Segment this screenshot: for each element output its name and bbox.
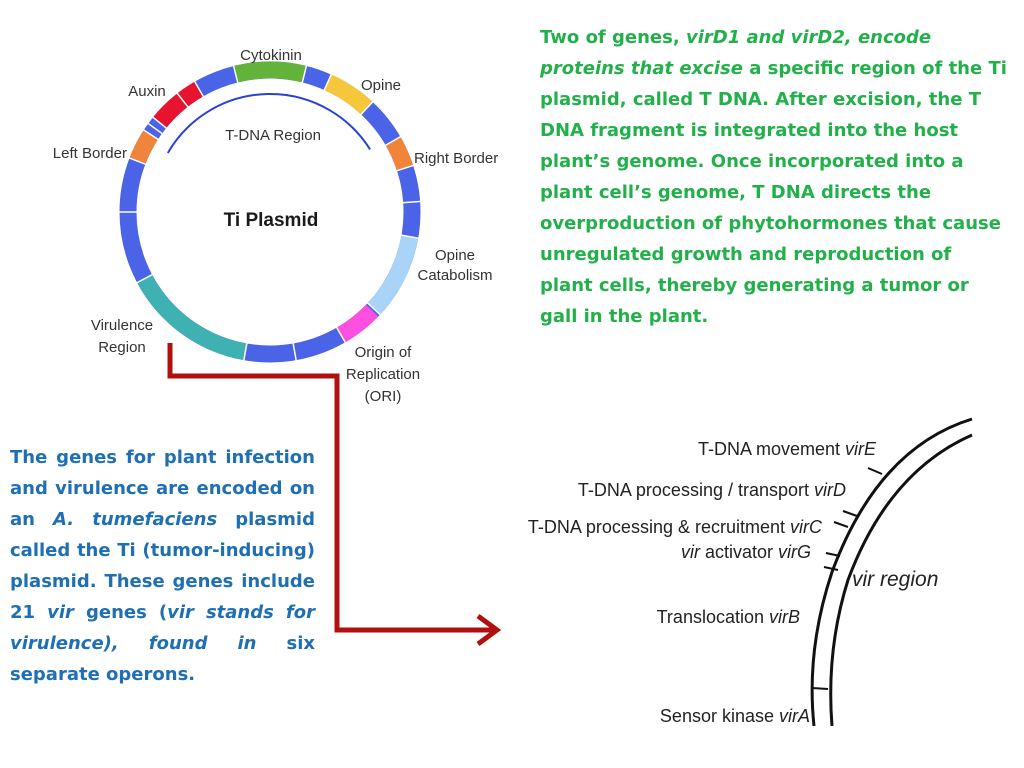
segment-separator xyxy=(301,64,308,84)
segment-separator xyxy=(384,135,402,147)
opine-label: Opine xyxy=(361,77,401,94)
vir-gene-name: virA xyxy=(779,706,810,726)
vir-gene-name: virC xyxy=(790,517,823,537)
segment-separator xyxy=(359,100,374,116)
vir-gene-name: virG xyxy=(778,542,811,562)
opine-catabolism-label-1: Opine xyxy=(435,247,475,264)
cytokinin-label: Cytokinin xyxy=(240,47,302,64)
virulence-region-label-2: Region xyxy=(98,339,146,356)
arrow-head-icon xyxy=(476,613,502,647)
segment-separator xyxy=(242,342,248,362)
text-run-italic: A. tumefaciens xyxy=(53,509,218,530)
vir-gene-desc: T-DNA movement xyxy=(698,439,845,459)
tdna-description-paragraph: Two of genes, virD1 and virD2, encode pr… xyxy=(540,22,1010,332)
vir-genes-description-paragraph: The genes for plant infection and virule… xyxy=(10,442,315,690)
segment-separator xyxy=(146,122,164,135)
ori-label-3: (ORI) xyxy=(365,388,402,405)
vir-gene-label-virE: T-DNA movement virE xyxy=(698,439,877,459)
tdna-region-arc xyxy=(166,93,371,154)
segment-separator xyxy=(128,157,147,166)
vir-gene-name: virD xyxy=(814,480,846,500)
vir-gene-desc-italic: vir xyxy=(681,542,701,562)
segment-separator xyxy=(323,73,333,92)
right-border-label: Right Border xyxy=(414,150,498,167)
vir-gene-name: virE xyxy=(845,439,877,459)
vir-gene-desc: Translocation xyxy=(657,607,769,627)
ori-segment xyxy=(336,304,379,343)
right-border-segment xyxy=(385,136,414,171)
vir-gene-desc: T-DNA processing / transport xyxy=(578,480,814,500)
left-border-segment xyxy=(129,130,159,165)
text-run: The genes for plant infection and virule… xyxy=(10,447,315,530)
text-run: six separate operons. xyxy=(10,633,315,685)
segment-separator xyxy=(142,128,160,141)
vir-region-map: vir region T-DNA movement virE T-DNA pro… xyxy=(528,417,973,727)
opine-segment xyxy=(324,74,373,115)
text-run: Two of genes, xyxy=(540,27,686,48)
virulence-segment xyxy=(137,274,247,361)
segment-separator xyxy=(395,164,415,172)
vir-region-outer-arc xyxy=(810,417,973,727)
vir-region-inner-arc xyxy=(829,433,973,727)
auxin-label: Auxin xyxy=(128,83,166,100)
left-border-label: Left Border xyxy=(53,145,127,162)
segment-separator xyxy=(151,116,168,130)
segment-separator xyxy=(232,64,239,84)
text-run-italic: vir stands for virulence), found in xyxy=(10,602,315,654)
segment-separator xyxy=(402,200,422,204)
auxin-segment xyxy=(152,81,204,129)
virulence-region-label-1: Virulence xyxy=(91,317,153,334)
segment-separator xyxy=(292,342,298,362)
opine-catabolism-label-2: Catabolism xyxy=(417,267,492,284)
segment-separator xyxy=(335,326,347,344)
vir-gene-label-virC: T-DNA processing & recruitment virC xyxy=(528,517,823,537)
segment-separator xyxy=(366,301,382,316)
vir-gene-label-virD: T-DNA processing / transport virD xyxy=(578,480,846,500)
vir-gene-ticks xyxy=(811,467,883,690)
vir-gene-name: virB xyxy=(769,607,800,627)
vir-gene-desc: T-DNA processing & recruitment xyxy=(528,517,790,537)
vir-region-title: vir region xyxy=(852,568,938,591)
vir-gene-label-virG: vir activator virG xyxy=(681,542,811,562)
segment-separator xyxy=(400,234,420,240)
opine-catabolism-segment xyxy=(367,235,419,315)
text-run-italic: virD1 and virD2, encode proteins that ex… xyxy=(540,27,932,79)
tdna-region-label: T-DNA Region xyxy=(225,127,321,144)
text-run-italic: vir xyxy=(47,602,74,623)
vir-gene-desc: Sensor kinase xyxy=(660,706,779,726)
text-run: a specific region of the Ti plasmid, cal… xyxy=(540,58,1007,327)
text-run: genes ( xyxy=(73,602,168,623)
connector-arrow xyxy=(167,343,502,647)
vir-gene-label-virB: Translocation virB xyxy=(657,607,800,627)
segment-separator xyxy=(193,80,205,98)
text-run: plasmid called the Ti (tumor-inducing) p… xyxy=(10,509,315,623)
segment-separator xyxy=(135,273,154,284)
ori-label-1: Origin of xyxy=(355,344,413,361)
segment-separator xyxy=(176,92,190,109)
ori-label-2: Replication xyxy=(346,366,420,383)
vir-gene-label-virA: Sensor kinase virA xyxy=(660,706,810,726)
cytokinin-segment xyxy=(233,61,307,83)
ti-plasmid-ring xyxy=(118,61,422,363)
vir-gene-desc: activator xyxy=(700,542,778,562)
ti-plasmid-title: Ti Plasmid xyxy=(224,210,319,231)
